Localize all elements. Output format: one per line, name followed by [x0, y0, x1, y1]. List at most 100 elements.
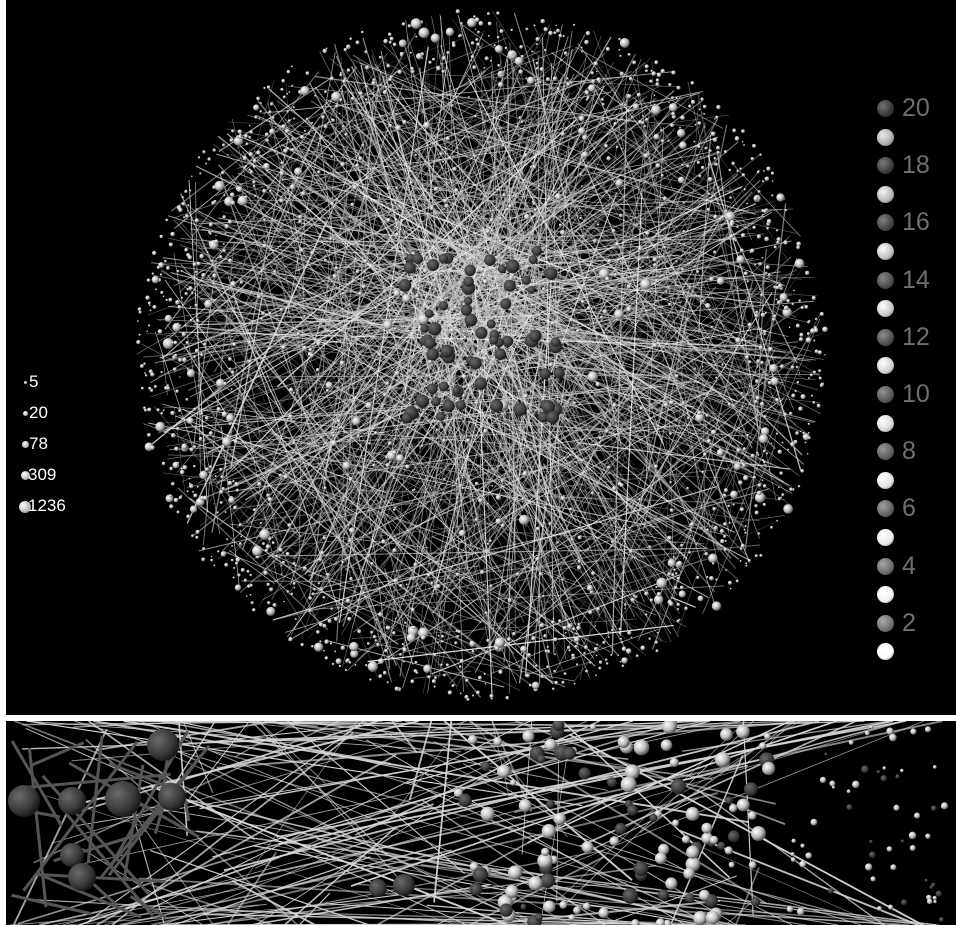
network-node	[331, 662, 335, 666]
network-node	[686, 416, 690, 420]
network-node	[388, 40, 392, 44]
network-node	[757, 532, 761, 535]
network-edge	[404, 52, 449, 394]
network-node	[727, 830, 740, 843]
network-node	[186, 417, 194, 425]
network-node	[461, 374, 467, 379]
network-node	[658, 434, 662, 437]
network-edge	[511, 314, 743, 434]
network-node	[694, 367, 697, 370]
network-node	[743, 271, 748, 276]
network-node	[438, 111, 441, 114]
network-node	[689, 522, 695, 527]
network-node	[439, 152, 443, 156]
network-node	[764, 311, 767, 315]
network-node	[729, 196, 733, 200]
network-edge	[245, 132, 423, 305]
network-edge	[198, 269, 731, 502]
network-node	[428, 60, 432, 64]
network-node	[373, 431, 378, 435]
network-node	[813, 339, 816, 342]
network-node	[330, 155, 334, 159]
network-node	[182, 357, 187, 363]
network-node	[612, 486, 617, 491]
network-node	[305, 71, 310, 76]
network-node	[401, 643, 405, 646]
network-node	[189, 306, 192, 309]
network-node	[178, 495, 183, 500]
network-edge	[265, 33, 484, 513]
network-node	[440, 62, 443, 65]
network-node	[394, 232, 400, 237]
network-node	[207, 157, 211, 161]
network-edge	[387, 301, 496, 587]
network-node	[716, 150, 721, 155]
network-edge	[237, 45, 572, 169]
network-node	[483, 130, 487, 133]
network-node	[162, 338, 174, 349]
depth-legend-label: 2	[902, 608, 916, 637]
network-edge	[356, 235, 790, 661]
network-node	[776, 193, 785, 202]
network-node	[257, 481, 262, 487]
network-node	[456, 240, 460, 244]
network-node	[452, 166, 457, 172]
network-node	[248, 124, 251, 127]
network-node	[205, 162, 208, 165]
network-edge	[489, 350, 691, 640]
network-edge	[237, 194, 433, 337]
network-edge	[183, 303, 622, 477]
network-node	[510, 28, 514, 32]
network-node	[563, 746, 576, 760]
network-node	[794, 389, 798, 393]
size-legend-dot	[19, 501, 31, 513]
network-edge	[148, 721, 531, 911]
network-node	[455, 572, 460, 577]
network-node	[893, 804, 900, 811]
network-node	[414, 153, 418, 157]
network-node	[723, 547, 728, 552]
network-node	[642, 114, 645, 118]
network-node	[731, 519, 734, 521]
network-node	[365, 65, 370, 70]
network-node	[900, 839, 905, 843]
network-edge	[237, 172, 424, 253]
network-node	[365, 85, 369, 88]
network-node	[793, 357, 796, 360]
network-node	[540, 873, 555, 888]
network-node	[205, 467, 209, 472]
network-node	[278, 473, 283, 478]
hub-node	[158, 783, 186, 811]
network-node	[430, 426, 433, 429]
network-edge	[187, 240, 429, 277]
network-node	[561, 680, 565, 684]
network-node	[208, 222, 213, 227]
network-node	[249, 130, 254, 134]
network-node	[213, 199, 217, 203]
network-node	[645, 69, 649, 73]
network-node	[273, 270, 277, 274]
hub-node	[438, 381, 449, 392]
network-node	[876, 770, 881, 774]
network-node	[594, 625, 597, 628]
network-node	[302, 345, 308, 351]
network-node	[516, 572, 520, 576]
network-node	[520, 651, 523, 654]
network-node	[577, 535, 582, 540]
network-edge	[352, 489, 745, 505]
network-node	[572, 401, 577, 405]
network-node	[187, 204, 190, 207]
network-node	[252, 159, 257, 164]
network-edge	[461, 494, 525, 623]
network-node	[291, 137, 294, 141]
hub-node	[474, 377, 488, 390]
network-node	[869, 851, 876, 859]
network-node	[392, 42, 397, 47]
network-edge	[701, 127, 790, 263]
network-node	[318, 558, 322, 562]
network-node	[471, 649, 475, 653]
network-node	[746, 202, 749, 205]
network-node	[614, 273, 618, 277]
network-node	[375, 618, 378, 621]
network-node	[486, 502, 489, 505]
